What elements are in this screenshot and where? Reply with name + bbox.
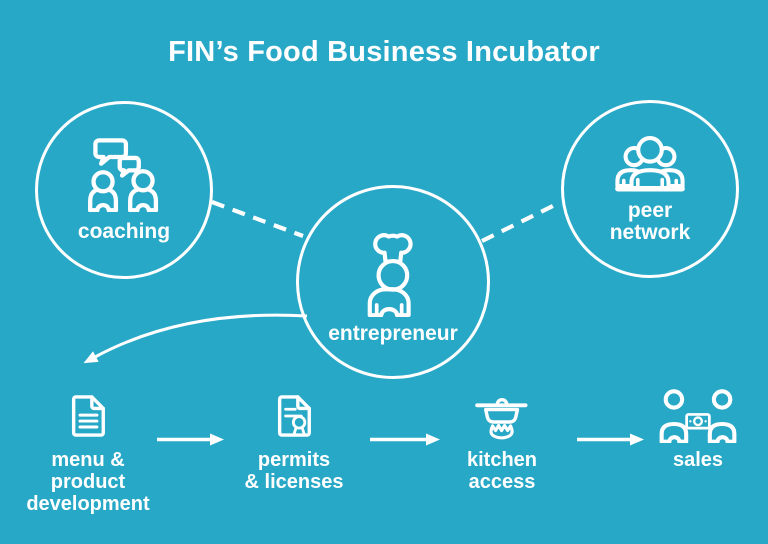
flame xyxy=(489,423,515,440)
group-arm-ticks xyxy=(621,177,679,188)
certificate-outline xyxy=(278,395,312,437)
curved-arrow-entrepreneur-to-steps xyxy=(83,313,308,364)
circle-entrepreneur: entrepreneur xyxy=(296,185,490,379)
pan-lid-knob xyxy=(495,398,509,407)
document-lines-icon xyxy=(72,395,106,437)
banknote-seal xyxy=(693,415,703,426)
person-right-head xyxy=(131,169,155,193)
pan-bowl xyxy=(484,407,520,424)
circle-label-peer-line1: peer xyxy=(627,198,673,222)
step-label: permits & licenses xyxy=(244,449,344,493)
chef-head xyxy=(376,258,410,292)
banknote xyxy=(685,412,711,430)
coaching-conversation-icon xyxy=(88,138,159,212)
dashed-connector-peer-network-entrepreneur xyxy=(481,201,560,243)
person-right-body xyxy=(128,187,159,212)
certificate-text-lines xyxy=(284,407,304,418)
seller-body xyxy=(707,421,737,444)
speech-bubble-small xyxy=(117,156,141,179)
certificate-fold xyxy=(296,395,312,411)
group-center-head xyxy=(636,136,664,164)
step-label: kitchen access xyxy=(466,449,538,493)
step-menu-product-development: menu & product development xyxy=(8,388,168,515)
circle-peer-network: peer network xyxy=(561,100,739,278)
document-text-lines xyxy=(78,413,99,429)
group-center-body xyxy=(629,168,671,191)
step-permits-licenses: permits & licenses xyxy=(214,388,374,493)
circle-label-peer-line2: network xyxy=(609,220,691,244)
award-seal xyxy=(292,415,307,430)
step-kitchen-access: kitchen access xyxy=(422,388,582,493)
page-title: FIN’s Food Business Incubator xyxy=(168,36,600,68)
speech-bubble-large xyxy=(93,138,129,167)
circle-label-entrepreneur: entrepreneur xyxy=(328,322,458,345)
circle-label-coaching: coaching xyxy=(77,219,171,243)
circle-coaching: coaching xyxy=(35,101,213,279)
certificate-icon xyxy=(278,395,312,437)
step-sales: sales xyxy=(618,388,768,471)
cooking-pan-icon xyxy=(475,398,528,440)
document-fold xyxy=(90,395,106,411)
sales-transaction-icon xyxy=(659,388,737,444)
document-outline xyxy=(72,395,106,437)
buyer-head xyxy=(663,388,685,410)
chef-body xyxy=(367,287,411,317)
buyer-body xyxy=(659,421,689,444)
dashed-connector-coaching-entrepreneur xyxy=(211,200,304,238)
person-left-body xyxy=(88,187,119,212)
step-label: sales xyxy=(672,449,724,471)
person-left-head xyxy=(91,170,115,194)
seller-head xyxy=(711,388,733,410)
people-group-icon xyxy=(615,136,685,192)
chef-entrepreneur-icon xyxy=(367,233,413,317)
chef-hat xyxy=(373,233,413,264)
award-ribbons xyxy=(293,426,306,435)
step-label: menu & product development xyxy=(26,449,150,515)
